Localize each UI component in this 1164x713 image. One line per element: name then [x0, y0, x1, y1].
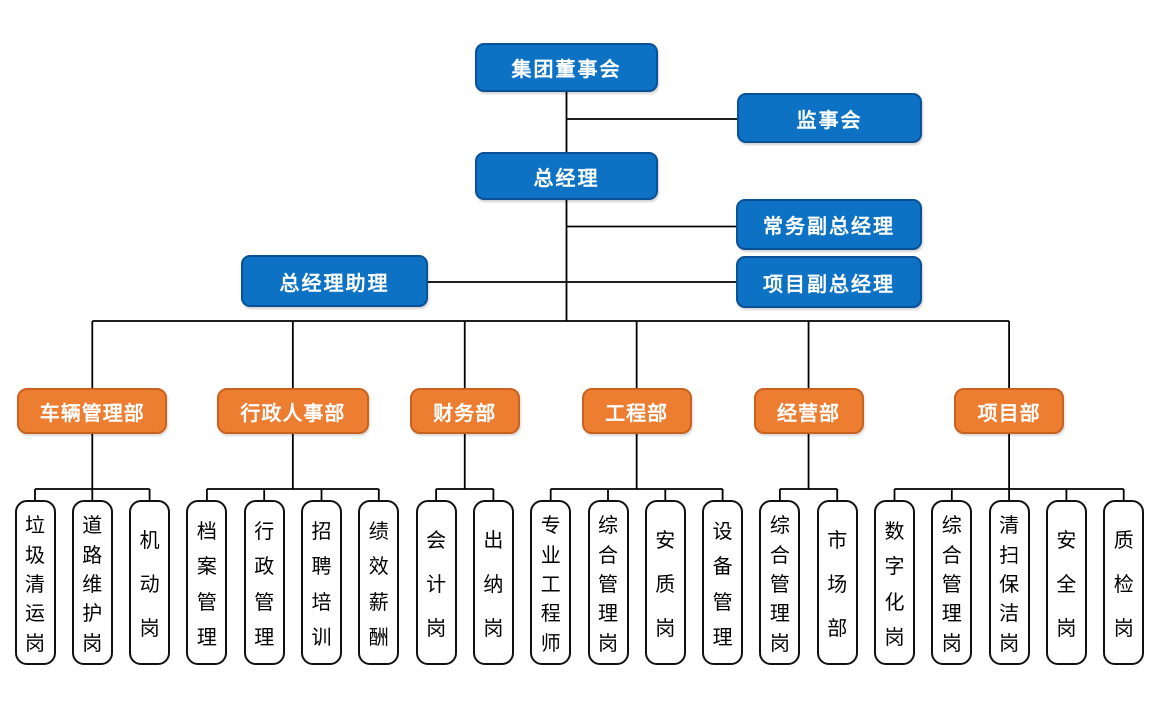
gm-assistant-label: 总经理助理 — [279, 272, 390, 295]
pos-general-management-ops: 综合管理岗 — [759, 500, 801, 665]
general-manager-label: 总经理 — [533, 167, 600, 190]
node-supervisory-board: 监事会 — [737, 93, 922, 143]
position-label: 综合管理岗 — [598, 515, 618, 655]
pos-accounting: 会计岗 — [415, 500, 457, 665]
pos-cashier: 出纳岗 — [472, 500, 514, 665]
dept-label: 项目部 — [977, 402, 1041, 425]
pos-equipment-management: 设备管理 — [702, 500, 744, 665]
main-bus — [91, 320, 1010, 388]
board-label: 集团董事会 — [511, 59, 622, 81]
executive-connectors — [428, 92, 737, 321]
position-label: 垃圾清运岗 — [25, 515, 45, 655]
dept-finance: 财务部 — [409, 388, 520, 434]
pos-general-management-eng: 综合管理岗 — [587, 500, 629, 665]
node-board-of-directors: 集团董事会 — [475, 43, 658, 92]
position-label: 道路维护岗 — [82, 515, 103, 655]
dept-admin-hr: 行政人事部 — [216, 388, 369, 434]
pos-garbage-collection: 垃圾清运岗 — [14, 500, 56, 665]
position-label: 设备管理 — [712, 521, 733, 649]
pos-quality-inspection: 质检岗 — [1103, 500, 1145, 665]
position-label: 安质岗 — [655, 530, 676, 640]
position-label: 综合管理岗 — [941, 515, 962, 655]
position-label: 出纳岗 — [483, 530, 504, 640]
position-label: 清扫保洁岗 — [999, 515, 1020, 655]
position-label: 机动岗 — [139, 530, 160, 640]
dept-label: 车辆管理部 — [39, 402, 145, 425]
position-label: 质检岗 — [1113, 530, 1134, 640]
pos-recruitment-training: 招聘培训 — [301, 500, 342, 665]
position-label: 数字化岗 — [884, 521, 905, 649]
pos-digitalization: 数字化岗 — [874, 500, 915, 665]
node-general-manager: 总经理 — [475, 152, 658, 200]
pos-performance-pay: 绩效薪酬 — [358, 500, 400, 665]
position-label: 招聘培训 — [311, 521, 332, 649]
executive-deputy-gm-label: 常务副总经理 — [763, 216, 895, 238]
position-label: 市场部 — [827, 530, 848, 640]
dept-engineering: 工程部 — [581, 388, 692, 434]
pos-archives-management: 档案管理 — [186, 500, 228, 665]
position-label: 绩效薪酬 — [368, 521, 389, 649]
dept-label: 行政人事部 — [240, 402, 346, 425]
department-buses — [34, 434, 1125, 500]
pos-cleaning: 清扫保洁岗 — [988, 500, 1030, 665]
supervisory-board-label: 监事会 — [796, 109, 863, 132]
position-label: 档案管理 — [196, 521, 217, 649]
position-label: 行政管理 — [254, 521, 275, 649]
position-label: 综合管理岗 — [769, 515, 790, 655]
node-executive-deputy-gm: 常务副总经理 — [736, 199, 922, 250]
pos-admin-management: 行政管理 — [243, 500, 285, 665]
dept-label: 工程部 — [605, 402, 669, 425]
dept-label: 财务部 — [433, 402, 497, 425]
dept-project: 项目部 — [954, 388, 1065, 434]
pos-market: 市场部 — [816, 500, 858, 665]
position-label: 安全岗 — [1056, 530, 1077, 640]
pos-road-maintenance: 道路维护岗 — [71, 500, 113, 665]
project-deputy-gm-label: 项目副总经理 — [763, 273, 895, 296]
node-gm-assistant: 总经理助理 — [241, 255, 428, 307]
position-label: 会计岗 — [426, 530, 447, 640]
pos-professional-engineer: 专业工程师 — [530, 500, 572, 665]
pos-general-management-proj: 综合管理岗 — [931, 500, 973, 665]
dept-label: 经营部 — [777, 402, 841, 425]
pos-safety-quality: 安质岗 — [644, 500, 686, 665]
position-label: 专业工程师 — [540, 515, 561, 655]
pos-mobile: 机动岗 — [129, 500, 171, 665]
node-project-deputy-gm: 项目副总经理 — [736, 256, 922, 308]
dept-operations: 经营部 — [753, 388, 864, 434]
dept-vehicle-management: 车辆管理部 — [17, 388, 168, 434]
pos-safety: 安全岗 — [1045, 500, 1087, 665]
